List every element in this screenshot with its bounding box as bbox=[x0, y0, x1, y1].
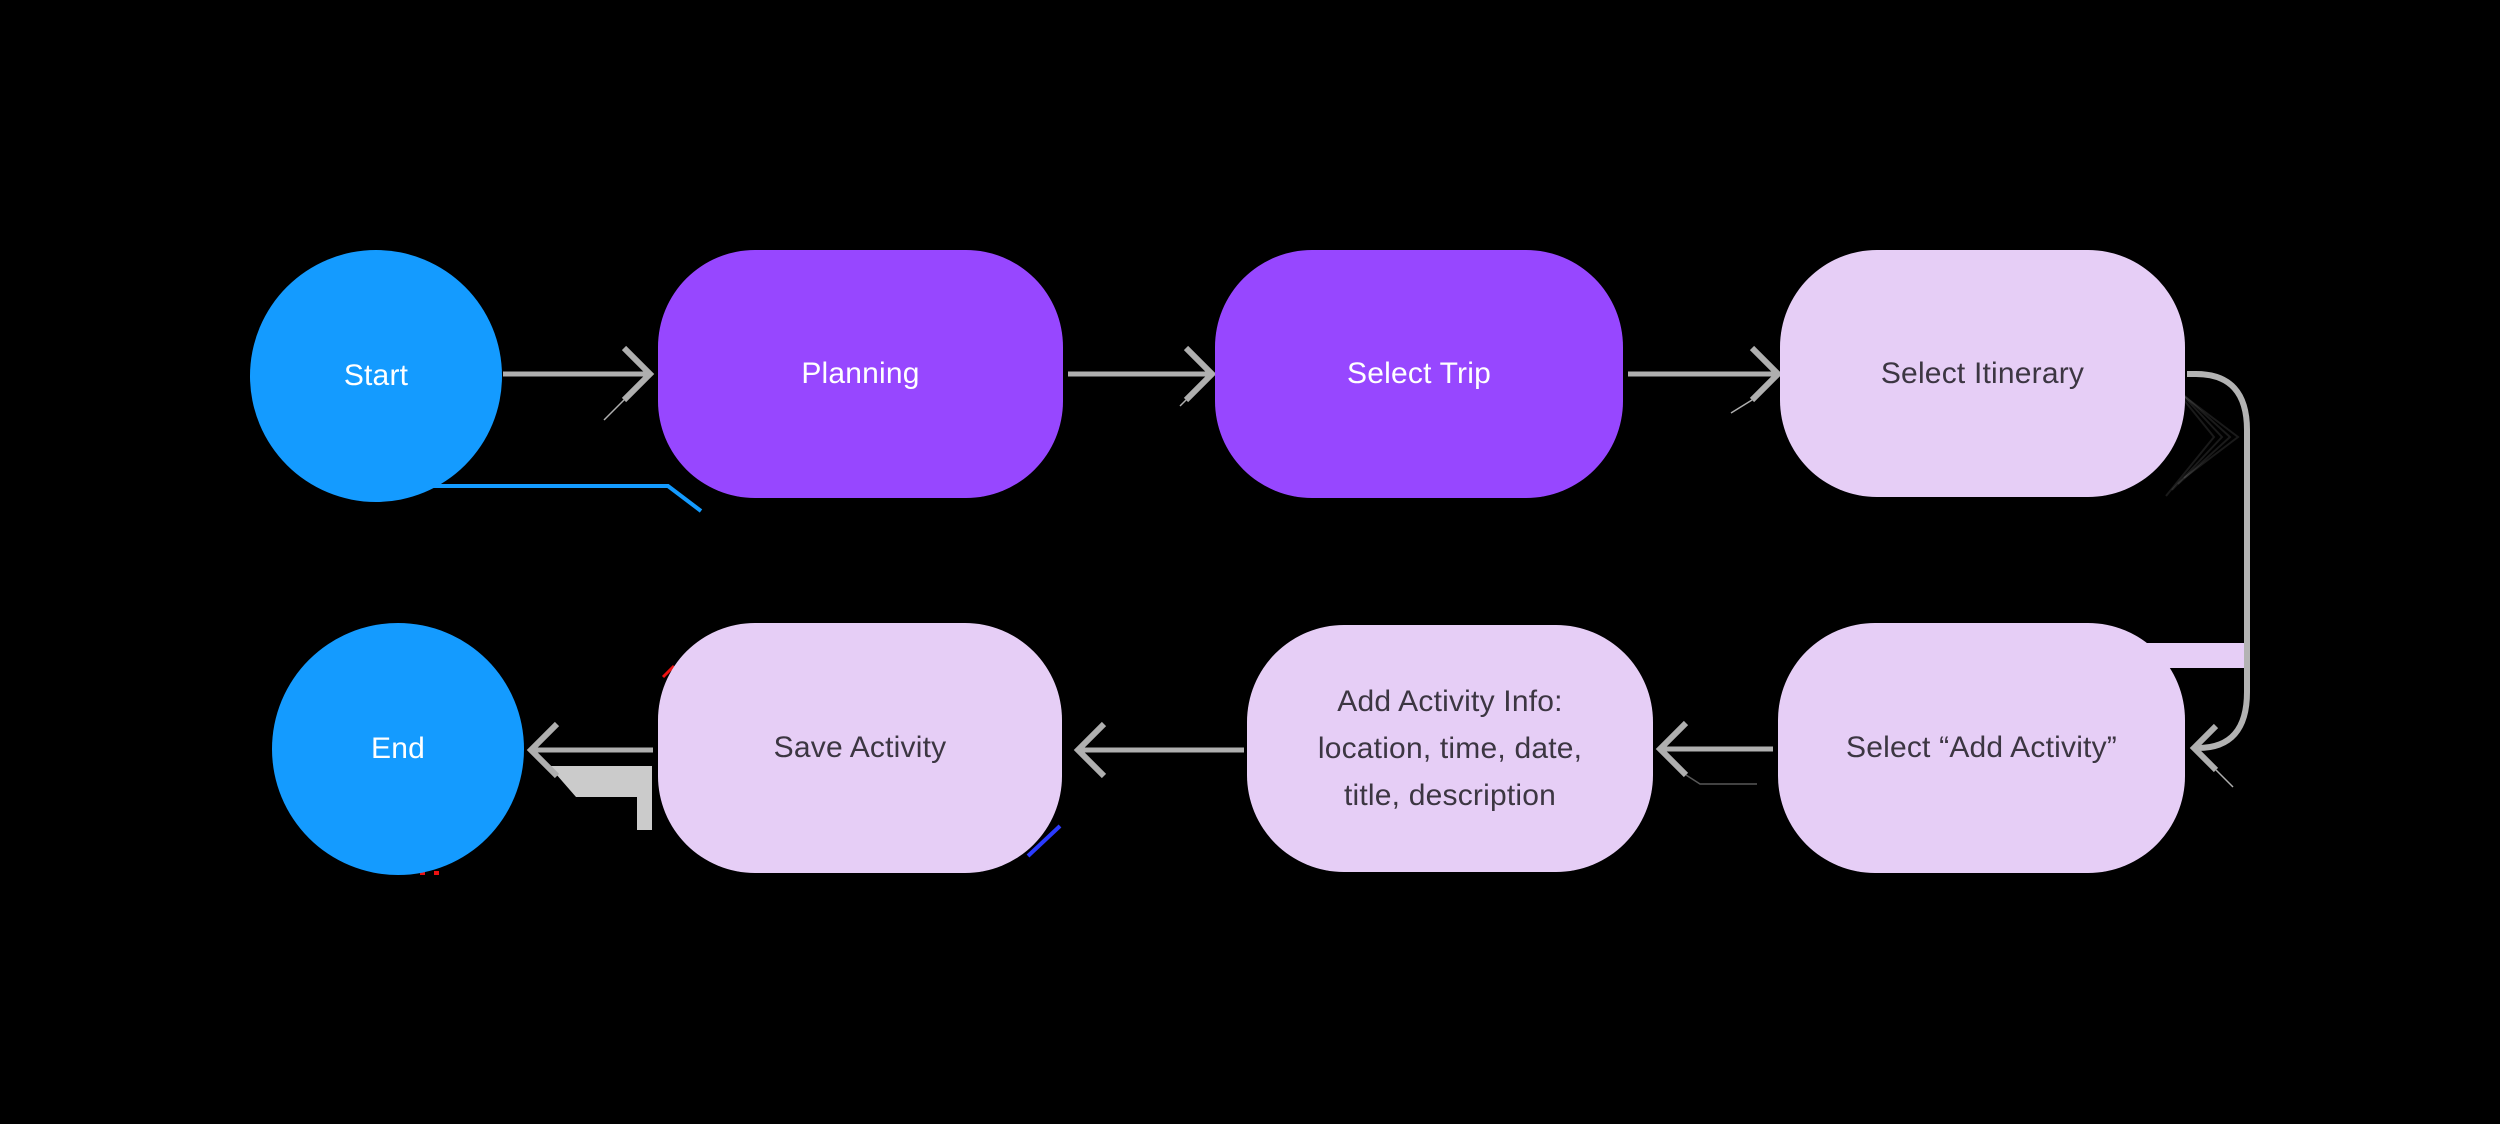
arrow-select-add-activity-to-add-activity-info[interactable] bbox=[1655, 720, 1773, 785]
arrow-planning-to-select-trip[interactable] bbox=[1068, 345, 1217, 407]
node-save-activity-label: Save Activity bbox=[773, 731, 947, 764]
stray-blue-line bbox=[378, 484, 703, 513]
node-add-activity-info[interactable]: Add Activity Info: location, time, date,… bbox=[1247, 625, 1653, 872]
node-select-itinerary[interactable]: Select Itinerary bbox=[1780, 250, 2185, 497]
node-end-label: End bbox=[371, 732, 425, 765]
arrow-select-trip-to-select-itinerary[interactable] bbox=[1628, 345, 1783, 414]
node-planning-label: Planning bbox=[801, 357, 920, 390]
node-select-trip-label: Select Trip bbox=[1347, 357, 1491, 390]
node-select-add-activity-label: Select “Add Activity” bbox=[1846, 731, 2117, 764]
node-planning[interactable]: Planning bbox=[658, 250, 1063, 498]
node-start[interactable]: Start bbox=[250, 250, 502, 502]
echo-band-artifact bbox=[549, 766, 652, 830]
node-end[interactable]: End bbox=[272, 623, 524, 875]
node-select-trip[interactable]: Select Trip bbox=[1215, 250, 1623, 498]
node-save-activity[interactable]: Save Activity bbox=[658, 623, 1062, 873]
arrow-save-activity-to-end[interactable] bbox=[526, 721, 653, 830]
arrow-add-activity-info-to-save-activity[interactable] bbox=[1073, 721, 1244, 779]
connector-select-itinerary-to-select-add-activity[interactable] bbox=[2187, 371, 2250, 788]
node-add-activity-info-label: Add Activity Info: location, time, date,… bbox=[1317, 685, 1583, 812]
echo-chevrons bbox=[2165, 377, 2240, 497]
node-select-add-activity[interactable]: Select “Add Activity” bbox=[1778, 623, 2185, 873]
arrow-start-to-planning[interactable] bbox=[503, 345, 655, 421]
node-select-itinerary-label: Select Itinerary bbox=[1880, 356, 2085, 390]
node-start-label: Start bbox=[343, 359, 409, 392]
